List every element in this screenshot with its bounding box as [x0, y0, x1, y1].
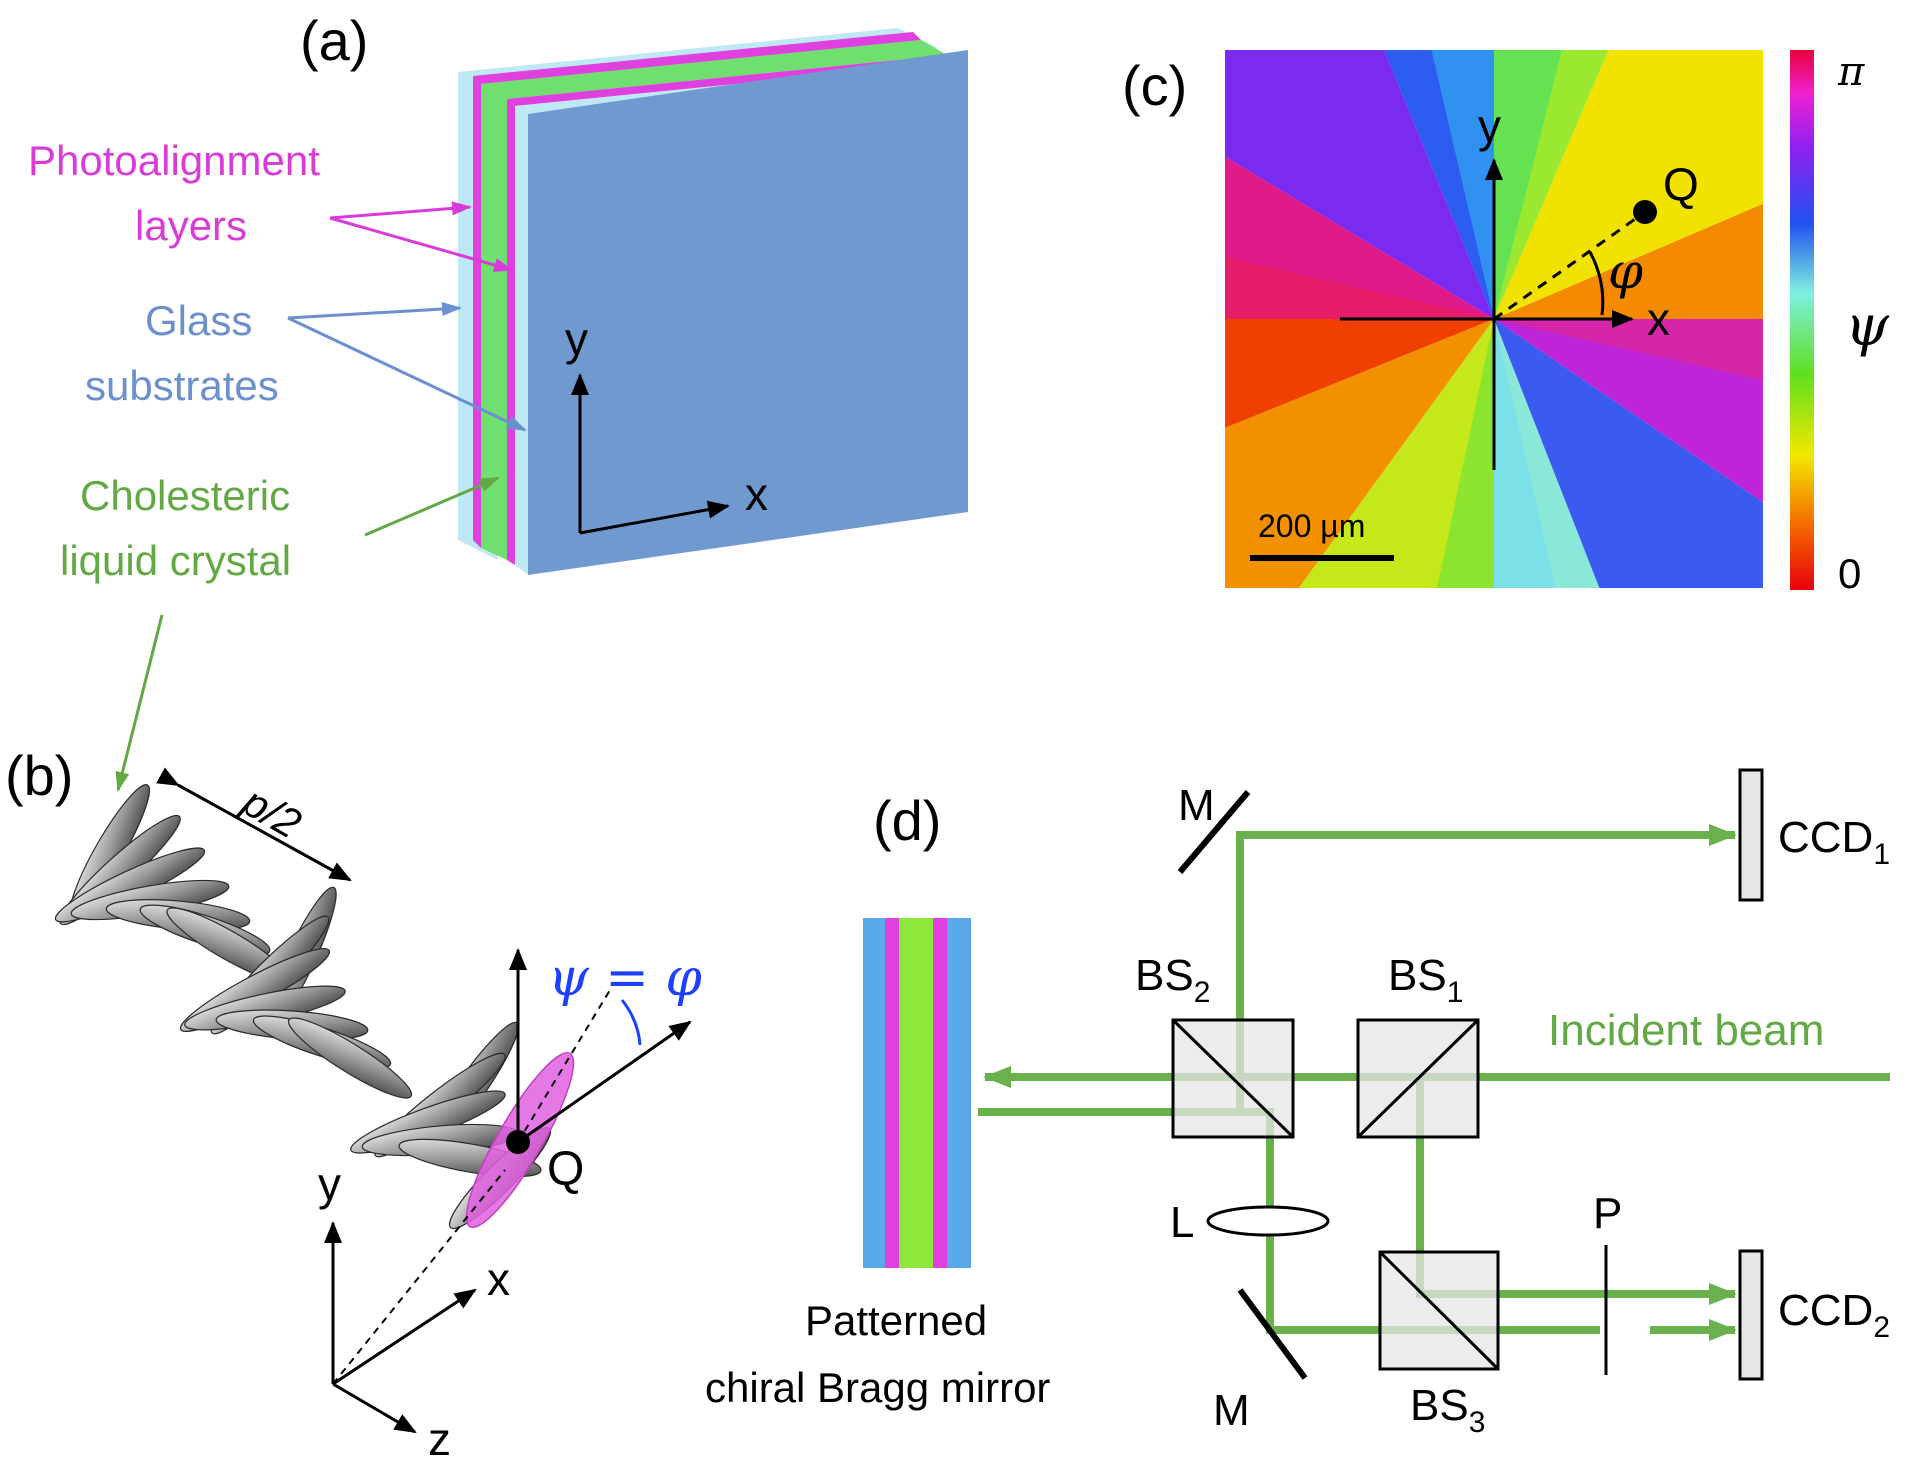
panel-b-x-label: x	[487, 1253, 510, 1305]
panel-a-tag: (a)	[300, 9, 368, 72]
bs1-label: BS1	[1388, 951, 1463, 1009]
bs3	[1378, 1250, 1500, 1371]
bs3-label: BS3	[1410, 1381, 1485, 1439]
mirror-label-1: Patterned	[805, 1297, 987, 1344]
front-glass-side	[515, 106, 528, 575]
panel-d: (d) Patterned chiral Bragg mirror	[705, 768, 1890, 1439]
photoalign-label-2: layers	[135, 202, 247, 249]
photoalign-top-1	[473, 32, 921, 84]
cell-stack	[458, 28, 968, 575]
mirror-m-top	[1177, 790, 1251, 874]
photoalign-side-2	[507, 99, 515, 565]
clc-label-1: Cholesteric	[80, 472, 290, 519]
colorbar-symbol: ψ	[1845, 294, 1890, 359]
bs1	[1356, 1018, 1480, 1139]
glass-arrow-2	[287, 316, 527, 432]
m-top-label: M	[1178, 781, 1215, 830]
clc-arrow	[364, 476, 500, 537]
ccd1-sensor	[1738, 768, 1764, 902]
patterned-mirror	[863, 918, 971, 1268]
m-bottom-label: M	[1213, 1386, 1250, 1435]
ccd1-label: CCD1	[1778, 813, 1890, 871]
panel-b-x-axis	[332, 1288, 477, 1386]
phi-angle-arc	[1588, 251, 1605, 316]
psi-angle-arc	[620, 999, 642, 1046]
photoalign-top-2	[507, 55, 955, 106]
panel-a-x-axis	[579, 500, 730, 535]
incident-beam-label: Incident beam	[1548, 1006, 1824, 1055]
mirror-m-bottom	[1237, 1288, 1308, 1380]
front-glass-face	[528, 50, 968, 575]
panel-c-q-dash	[1493, 210, 1646, 321]
panel-c-q-label: Q	[1663, 158, 1699, 210]
photoalign-arrow-2	[329, 216, 514, 272]
panel-b-z-axis	[332, 1382, 417, 1434]
panel-b-q-dash	[332, 1169, 506, 1385]
clc-to-b-arrow	[115, 614, 164, 792]
director-x-arrow	[517, 1020, 692, 1144]
panel-d-tag: (d)	[873, 789, 941, 852]
photoalign-side-1	[473, 76, 481, 548]
clc-label-2: liquid crystal	[60, 537, 291, 584]
ccd2-label: CCD2	[1778, 1286, 1890, 1344]
colorbar-top-label: π	[1837, 49, 1865, 95]
panel-a-x-label: x	[745, 468, 768, 520]
panel-b-tag: (b)	[5, 744, 73, 807]
panel-b-z-label: z	[428, 1413, 451, 1465]
photoalign-label-1: Photoalignment	[28, 137, 320, 184]
panel-a-y-label: y	[565, 313, 588, 365]
photoalign-arrow-1	[329, 201, 472, 220]
phase-map	[1225, 50, 1763, 588]
clc-side	[481, 84, 507, 560]
bs2	[1171, 1018, 1295, 1139]
colorbar-bottom-label: 0	[1838, 550, 1861, 597]
pitch-arrow	[156, 767, 352, 882]
colorbar	[1790, 50, 1814, 590]
lens	[1206, 1205, 1330, 1237]
panel-b: (b) p/2 Q	[5, 744, 702, 1465]
clc-top	[481, 40, 947, 99]
glass-arrow-1	[287, 302, 462, 320]
point-q-b-label: Q	[547, 1143, 584, 1196]
panel-c-phi-label: φ	[1608, 242, 1643, 300]
psi-equals-phi: ψ = φ	[548, 948, 702, 1008]
panel-c-x-label: x	[1647, 293, 1670, 345]
panel-b-y-label: y	[318, 1158, 341, 1210]
panel-c: (c) Q φ	[1122, 49, 1890, 597]
glass-label-1: Glass	[145, 297, 252, 344]
mirror-label-2: chiral Bragg mirror	[705, 1364, 1050, 1411]
panel-a: (a) y x Photoalignment laye	[28, 9, 968, 792]
pitch-label: p/2	[233, 777, 309, 848]
point-q-c	[1633, 200, 1657, 224]
panel-c-tag: (c)	[1122, 54, 1187, 117]
glass-label-2: substrates	[85, 362, 279, 409]
ccd2-sensor	[1738, 1249, 1764, 1381]
scale-bar-label: 200 µm	[1258, 508, 1365, 544]
panel-c-y-label: y	[1478, 100, 1501, 152]
director-dash	[517, 989, 611, 1143]
bs2-label: BS2	[1135, 951, 1210, 1009]
lens-label: L	[1170, 1198, 1194, 1247]
reflected-beam-upper	[1236, 831, 1730, 1112]
polarizer-label: P	[1593, 1189, 1622, 1238]
